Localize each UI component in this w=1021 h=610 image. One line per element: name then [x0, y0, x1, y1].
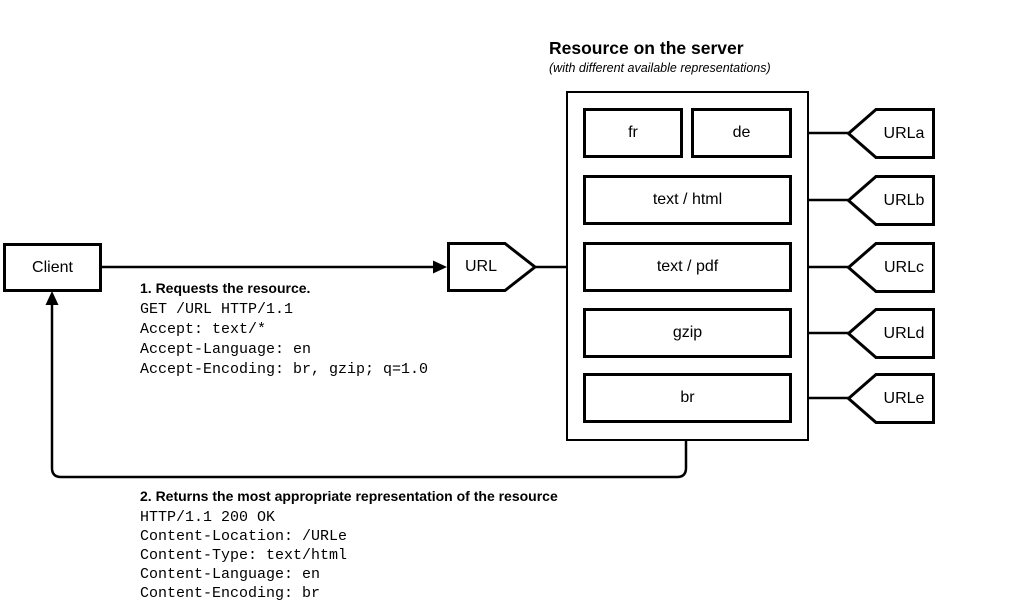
representation-label: br [680, 389, 695, 406]
url-tag-label: URLb [883, 191, 925, 209]
representation-box-de: de [691, 108, 792, 158]
url-tag-shape [846, 308, 935, 359]
http-response-line: Content-Encoding: br [140, 585, 321, 602]
representation-label: de [732, 124, 751, 141]
server-subtitle: (with different available representation… [549, 61, 771, 75]
response-heading: 2. Returns the most appropriate represen… [140, 488, 558, 504]
url-tag-label: URLc [883, 258, 924, 276]
http-response-line: Content-Location: /URLe [140, 528, 348, 545]
url-tag-c: URLc [846, 242, 935, 293]
url-tag-shape [846, 242, 935, 293]
representation-box-text-pdf: text / pdf [583, 242, 792, 292]
request-arrowhead-icon [433, 260, 447, 274]
client-label: Client [32, 258, 73, 276]
url-tag-e: URLe [846, 373, 935, 424]
http-response-line: Content-Type: text/html [140, 547, 348, 564]
url-tag-a: URLa [846, 108, 935, 159]
request-text-block: 1. Requests the resource. GET /URL HTTP/… [140, 280, 428, 380]
url-tag-d: URLd [846, 308, 935, 359]
http-request-line: Accept-Encoding: br, gzip; q=1.0 [140, 361, 429, 378]
response-loop-line [50, 302, 688, 479]
representation-label: text / html [652, 191, 723, 208]
url-tag-shape [846, 175, 935, 226]
representation-label: text / pdf [656, 258, 719, 275]
url-tag-label: URLa [883, 124, 925, 142]
url-tag-label: URLe [883, 389, 925, 407]
http-response-line: Content-Language: en [140, 566, 321, 583]
http-request-line: GET /URL HTTP/1.1 [140, 301, 294, 318]
url-tag-shape [846, 373, 935, 424]
request-heading: 1. Requests the resource. [140, 280, 311, 296]
client-box: Client [3, 243, 102, 292]
response-text-block: 2. Returns the most appropriate represen… [140, 488, 558, 603]
url-node: URL [447, 242, 538, 292]
url-tag-b: URLb [846, 175, 935, 226]
url-pentagon-shape [447, 242, 538, 292]
representation-box-gzip: gzip [583, 308, 792, 358]
http-request-line: Accept: text/* [140, 321, 267, 338]
server-title-block: Resource on the server (with different a… [549, 38, 849, 75]
representation-box-text-html: text / html [583, 175, 792, 225]
response-arrowhead-icon [45, 291, 59, 305]
representation-box-fr: fr [583, 108, 683, 158]
representation-label: fr [628, 124, 638, 141]
url-tag-label: URLd [883, 324, 925, 342]
representation-label: gzip [672, 324, 703, 341]
representation-box-br: br [583, 373, 792, 423]
http-request-line: Accept-Language: en [140, 341, 312, 358]
url-node-label: URL [464, 258, 497, 275]
url-tag-shape [846, 108, 935, 159]
http-response-line: HTTP/1.1 200 OK [140, 509, 276, 526]
server-title: Resource on the server [549, 38, 744, 58]
